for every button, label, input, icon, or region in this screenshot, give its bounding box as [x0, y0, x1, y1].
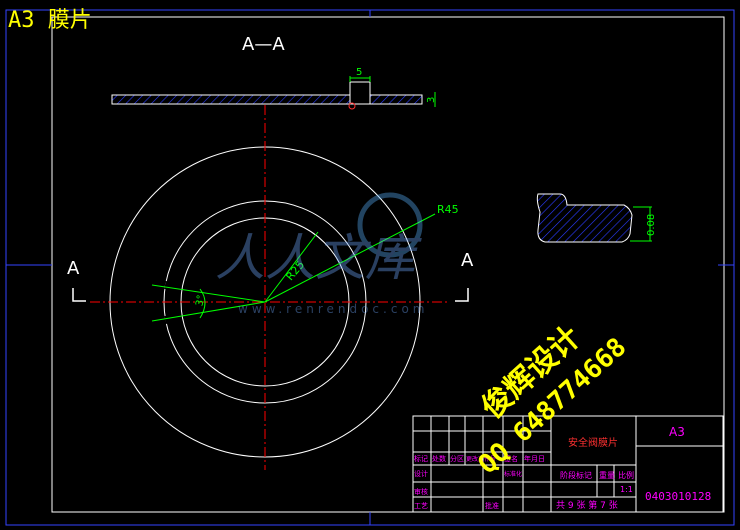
tb-outer	[412, 415, 724, 513]
angle-line-upper	[151, 284, 266, 303]
cut-arrow-left	[72, 288, 86, 302]
detail-profile	[536, 193, 633, 243]
cut-arrow-right	[455, 288, 469, 302]
standard-label: 标准化	[504, 470, 522, 478]
mark-label: 标记	[414, 454, 428, 463]
angle-arc	[199, 288, 206, 319]
scale-label: 比例	[618, 470, 634, 480]
approve-label: 批准	[485, 501, 499, 510]
section-mark-left: A	[67, 258, 80, 279]
watermark-site: 人人文库	[215, 229, 422, 287]
sheet-size: A3	[669, 425, 685, 439]
dim-angle: 3°	[194, 294, 207, 307]
design-label: 设计	[414, 469, 428, 478]
stage-label: 阶段标记	[560, 470, 592, 480]
dim-height: 3	[426, 97, 437, 103]
section-title: A—A	[242, 34, 285, 55]
radius-inner-leader	[264, 231, 319, 303]
dim-radius-outer: R45	[437, 203, 459, 216]
count-label: 处数	[432, 454, 446, 463]
sheet-count: 共 9 张 第 7 张	[556, 499, 618, 511]
zone-label: 分区	[450, 454, 464, 463]
ring-gap	[164, 281, 182, 291]
dim-thickness: 5	[356, 67, 362, 78]
sheet-title: A3 膜片	[8, 8, 92, 33]
signature-label: 签名	[504, 454, 518, 463]
part-name: 安全阀膜片	[568, 436, 618, 449]
watermark-url: www.renrendoc.com	[238, 302, 428, 316]
radius-outer-leader	[264, 213, 436, 303]
weight-label: 重量	[599, 470, 615, 480]
ring-gap-2	[164, 314, 182, 324]
section-mark-right: A	[461, 250, 474, 271]
angle-line-lower	[151, 301, 266, 322]
section-plate	[111, 94, 423, 105]
process-label: 工艺	[414, 502, 428, 510]
dim-detail-height: 0.08	[646, 214, 657, 236]
drawing-number: 0403010128	[645, 490, 711, 503]
change-doc-label: 更改文件号	[466, 455, 496, 463]
scale-value: 1:1	[620, 485, 633, 494]
review-label: 审核	[414, 487, 428, 496]
title-block	[412, 415, 724, 513]
section-marker	[348, 102, 356, 110]
date-label: 年月日	[524, 454, 545, 463]
watermark: 人人文库 www.renrendoc.com	[215, 192, 428, 316]
watermark-logo	[357, 192, 423, 258]
section-boss	[349, 81, 371, 105]
